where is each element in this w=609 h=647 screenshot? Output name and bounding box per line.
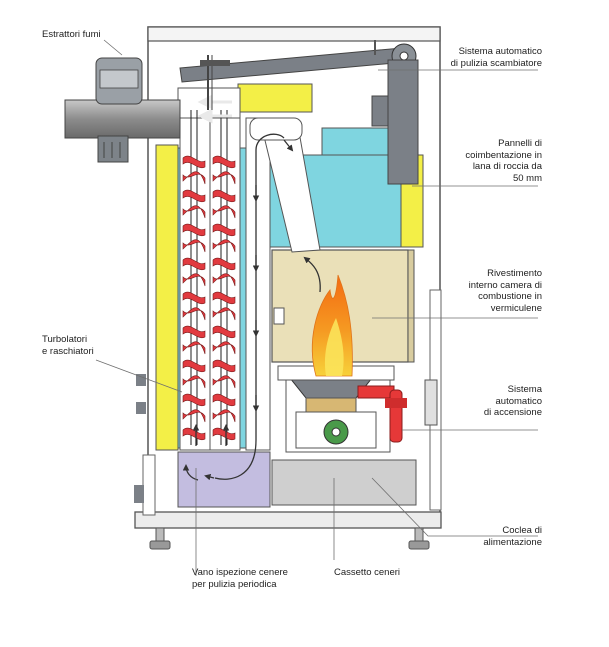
label-insulation-panels: Pannelli di coimbentazione in lana di ro… [465, 138, 542, 184]
flow-arrows-black [182, 133, 321, 481]
turbulator-blade [212, 393, 236, 407]
turbulator-blade [182, 325, 206, 339]
hinge-lower [136, 402, 146, 414]
turbulator-blade [212, 155, 236, 169]
turbulator-blade [212, 205, 236, 219]
label-extractors: Estrattori fumi [42, 29, 101, 40]
turbulator-blade [182, 409, 206, 423]
turbulator-blade [182, 273, 206, 287]
label-auger: Coclea di alimentazione [483, 525, 542, 548]
turbulator-spirals [182, 155, 236, 441]
left-insulation-panel [155, 144, 179, 451]
label-cleaning-system: Sistema automatico di pulizia scambiator… [450, 46, 542, 69]
turbulator-blade [212, 291, 236, 305]
leader-lines [95, 39, 538, 576]
turbulator-blade [212, 375, 236, 389]
turbulator-blade [212, 239, 236, 253]
cleaning-mechanism [179, 40, 419, 185]
turbulator-blade [212, 273, 236, 287]
turbulator-blade [182, 341, 206, 355]
turbulator-blade [212, 171, 236, 185]
turbulator-blade [182, 155, 206, 169]
turbulator-blade [212, 189, 236, 203]
turbulator-blade [182, 359, 206, 373]
ash-drawer [271, 459, 417, 506]
turbulator-blade [182, 239, 206, 253]
top-insulation-panel [237, 83, 313, 113]
label-turbulators: Turbolatori e raschiatori [42, 334, 94, 357]
turbulator-blade [212, 341, 236, 355]
turbulator-blade [212, 325, 236, 339]
turbulator-blade [182, 307, 206, 321]
flame [311, 274, 353, 377]
turbulator-blade [212, 359, 236, 373]
turbulator-blade [182, 205, 206, 219]
hinge-upper [136, 374, 146, 386]
turbulator-blade [182, 427, 206, 441]
turbulator-blade [212, 427, 236, 441]
turbulator-blade [212, 307, 236, 321]
turbulator-blade [182, 189, 206, 203]
turbulator-blade [212, 257, 236, 271]
turbulator-blade [182, 393, 206, 407]
auger [323, 419, 349, 445]
ignition-system [357, 385, 407, 443]
turbulator-blade [182, 291, 206, 305]
flue-extractor [64, 57, 181, 163]
feet [149, 527, 430, 550]
turbulator-blade [182, 375, 206, 389]
turbulator-blade [182, 171, 206, 185]
flue-duct [249, 117, 321, 253]
turbulator-blade [212, 223, 236, 237]
label-ash-drawer: Cassetto ceneri [334, 567, 401, 578]
turbulator-blade [182, 223, 206, 237]
turbulator-blade [212, 409, 236, 423]
label-chamber-lining: Rivestimento interno camera di combustio… [468, 268, 542, 314]
turbulator-blade [182, 257, 206, 271]
label-ash-inspection: Vano ispezione cenere per pulizia period… [192, 567, 288, 590]
label-ignition: Sistema automatico di accensione [483, 384, 542, 418]
